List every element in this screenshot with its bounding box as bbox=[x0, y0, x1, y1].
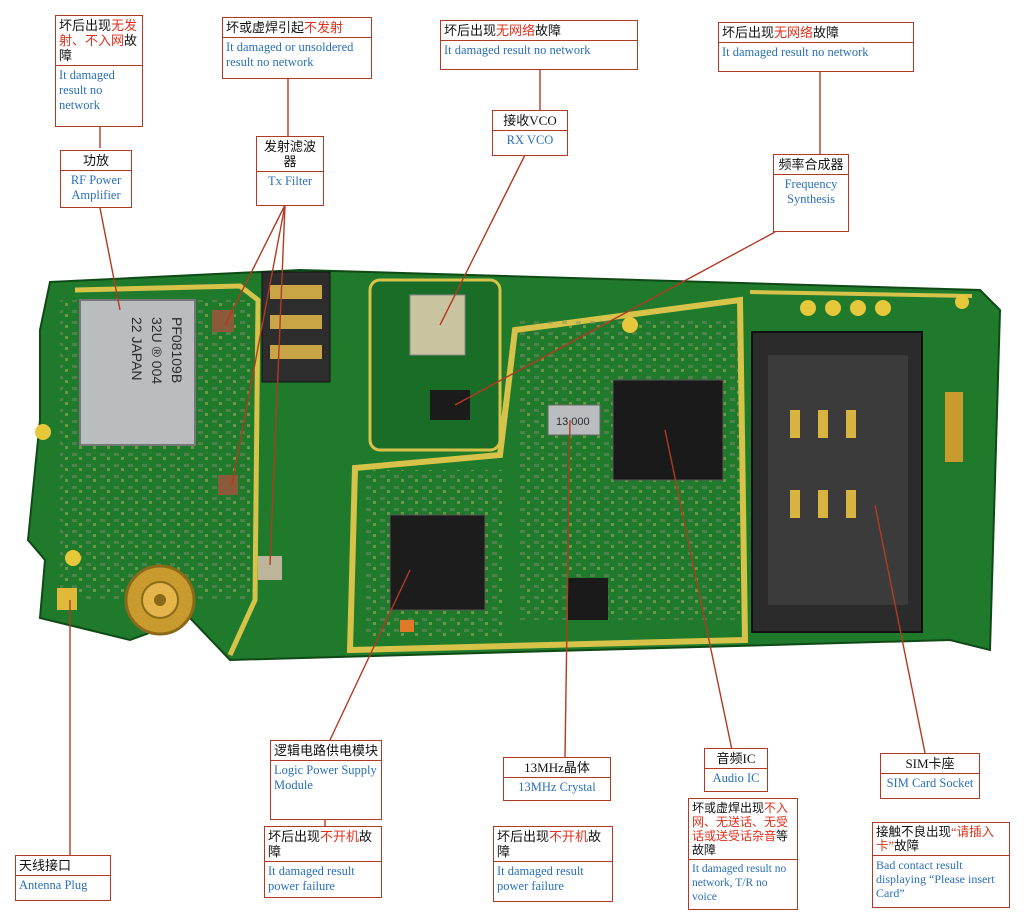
logic-en: Logic Power Supply Module bbox=[271, 760, 381, 795]
crystal-fault-en: It damaged result power failure bbox=[494, 861, 612, 896]
unsolder-zh-pre: 坏或虚焊引起 bbox=[226, 20, 305, 35]
crystal-13mhz bbox=[547, 404, 601, 436]
pa-marking-2: 32U ® 004 bbox=[149, 317, 165, 384]
sim-zh: SIM卡座 bbox=[905, 756, 955, 771]
rf-pa-en: RF Power Amplifier bbox=[61, 170, 131, 205]
label-fault-unsoldered: 坏或虚焊引起不发射 It damaged or unsoldered resul… bbox=[222, 17, 372, 79]
sim-fault-en: Bad contact result displaying “Please in… bbox=[873, 855, 1009, 902]
logic-fault-en: It damaged result power failure bbox=[265, 861, 381, 896]
label-sim-card-socket: SIM卡座 SIM Card Socket bbox=[880, 753, 980, 799]
label-antenna-plug: 天线接口 Antenna Plug bbox=[15, 855, 111, 901]
antenna-zh: 天线接口 bbox=[19, 858, 72, 873]
audio-fault-en: It damaged result no network, T/R no voi… bbox=[689, 859, 797, 906]
pa-marking-3: 22 JAPAN bbox=[129, 317, 145, 381]
audio-aux-chip bbox=[568, 578, 608, 620]
side-connector bbox=[945, 392, 963, 462]
audio-en: Audio IC bbox=[705, 768, 767, 788]
label-fault-no-transmit: 坏后出现无发射、不入网故障 It damaged result no netwo… bbox=[55, 15, 143, 127]
logic-fault-zh-red: 不开机 bbox=[320, 829, 360, 844]
label-13mhz-crystal: 13MHz晶体 13MHz Crystal bbox=[503, 757, 611, 801]
crystal-marking: 13.000 bbox=[556, 416, 590, 428]
logic-fault-zh-post: 故障 bbox=[268, 829, 373, 859]
freq-synth-chip bbox=[430, 390, 470, 420]
tx-filter-zh: 发射滤波器 bbox=[263, 139, 316, 169]
right-en: It damaged result no network bbox=[719, 42, 913, 62]
label-fault-power-failure-logic: 坏后出现不开机故障 It damaged result power failur… bbox=[264, 826, 382, 898]
label-fault-power-failure-crystal: 坏后出现不开机故障 It damaged result power failur… bbox=[493, 826, 613, 902]
rf-pa-module bbox=[79, 299, 196, 446]
antenna-en: Antenna Plug bbox=[16, 875, 110, 895]
label-fault-no-network-mid: 坏后出现无网络故障 It damaged result no network bbox=[440, 20, 638, 70]
tx-filter-chip-2 bbox=[218, 475, 238, 495]
label-fault-sim: 接触不良出现“请插入卡”故障 Bad contact result displa… bbox=[872, 822, 1010, 908]
pa-marking-1: PF08109B bbox=[169, 317, 185, 383]
rf-pa-zh: 功放 bbox=[82, 153, 109, 168]
rx-vco-en: RX VCO bbox=[493, 130, 567, 150]
freq-en: Frequency Synthesis bbox=[774, 174, 848, 209]
gold-trace-left bbox=[74, 283, 261, 657]
crystal-fault-zh-pre: 坏后出现 bbox=[497, 829, 550, 844]
mid-en: It damaged result no network bbox=[441, 40, 637, 60]
sim-fault-zh-post: 故障 bbox=[894, 839, 920, 853]
antenna-pad bbox=[57, 588, 77, 610]
label-fault-no-network-right: 坏后出现无网络故障 It damaged result no network bbox=[718, 22, 914, 72]
label-tx-filter: 发射滤波器 Tx Filter bbox=[256, 136, 324, 206]
mid-zh-post: 故障 bbox=[535, 23, 562, 38]
label-fault-audio: 坏或虚焊出现不入网、无送话、无受话或送受话杂音等故障 It damaged re… bbox=[688, 798, 798, 910]
rx-vco-can bbox=[409, 294, 466, 356]
rx-vco-zh: 接收VCO bbox=[503, 113, 557, 128]
audio-zh: 音频IC bbox=[716, 751, 756, 766]
tx-filter-en: Tx Filter bbox=[257, 171, 323, 191]
label-frequency-synthesis: 频率合成器 Frequency Synthesis bbox=[773, 154, 849, 232]
sim-fault-zh-red: “请插入卡” bbox=[876, 825, 995, 853]
right-zh-red: 无网络 bbox=[774, 25, 814, 40]
unsolder-zh-red: 不发射 bbox=[304, 20, 344, 35]
unsolder-en: It damaged or unsoldered result no netwo… bbox=[223, 37, 371, 72]
sim-fault-zh-pre: 接触不良出现 bbox=[876, 825, 952, 839]
audio-fault-zh-post: 等故障 bbox=[692, 829, 789, 857]
label-rx-vco: 接收VCO RX VCO bbox=[492, 110, 568, 156]
audio-fault-zh-pre: 坏或虚焊出现 bbox=[692, 801, 765, 815]
label-audio-ic: 音频IC Audio IC bbox=[704, 748, 768, 792]
mid-zh-pre: 坏后出现 bbox=[444, 23, 497, 38]
sim-en: SIM Card Socket bbox=[881, 773, 979, 793]
crystal-fault-zh-post: 故障 bbox=[497, 829, 602, 859]
label-logic-power-supply: 逻辑电路供电模块 Logic Power Supply Module bbox=[270, 740, 382, 820]
fault-zh-post: 故障 bbox=[59, 33, 138, 63]
freq-zh: 频率合成器 bbox=[778, 157, 844, 172]
crystal-zh: 13MHz晶体 bbox=[524, 760, 590, 775]
logic-power-ic bbox=[389, 514, 486, 611]
fault-zh-red: 无发射、不入网 bbox=[59, 18, 138, 48]
crystal-en: 13MHz Crystal bbox=[504, 777, 610, 797]
fault-en: It damaged result no network bbox=[56, 65, 142, 115]
logic-fault-zh-pre: 坏后出现 bbox=[268, 829, 321, 844]
right-zh-pre: 坏后出现 bbox=[722, 25, 775, 40]
logic-zh: 逻辑电路供电模块 bbox=[274, 743, 379, 758]
label-rf-power-amplifier: 功放 RF Power Amplifier bbox=[60, 150, 132, 208]
gold-trace-middle bbox=[346, 296, 749, 654]
audio-ic bbox=[612, 379, 724, 481]
tx-filter-chip-1 bbox=[212, 310, 234, 332]
crystal-fault-zh-red: 不开机 bbox=[549, 829, 589, 844]
audio-fault-zh-red: 不入网、无送话、无受话或送受话杂音 bbox=[692, 801, 789, 843]
right-zh-post: 故障 bbox=[813, 25, 840, 40]
fault-zh-pre: 坏后出现 bbox=[59, 18, 112, 33]
gold-trace-right bbox=[749, 290, 973, 298]
mid-zh-red: 无网络 bbox=[496, 23, 536, 38]
leader-lines bbox=[69, 70, 926, 858]
